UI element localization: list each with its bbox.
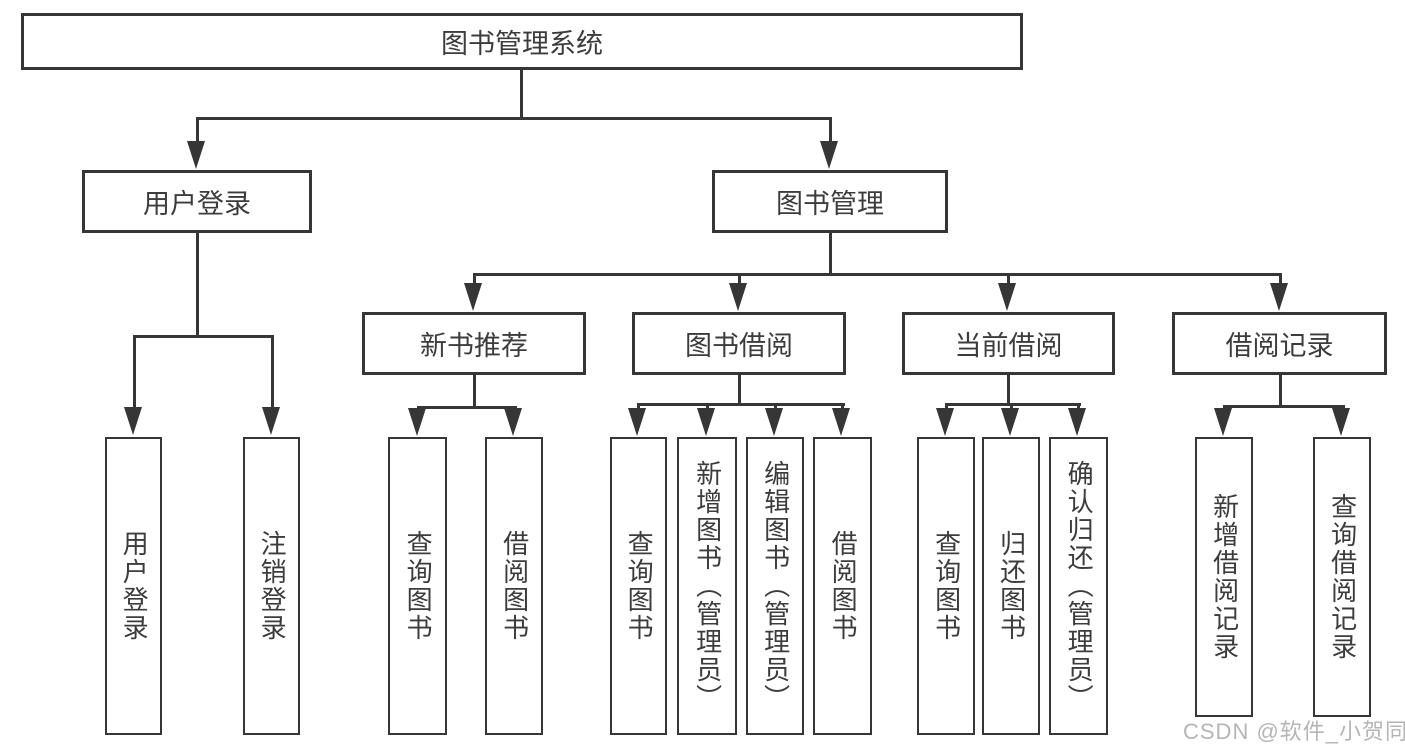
arrow-down-icon	[1270, 283, 1288, 311]
leaf-add-book-admin: 新增图书（管理员）	[677, 437, 737, 735]
connector-stem-borrow-records	[1279, 375, 1282, 405]
connector-stem-root	[520, 70, 523, 118]
arrow-down-icon	[262, 407, 280, 435]
connector-drop	[1007, 273, 1010, 285]
leaf-edit-book-admin: 编辑图书（管理员）	[746, 437, 804, 735]
connector-drop	[706, 403, 709, 409]
node-book-borrow: 图书借阅	[632, 312, 846, 375]
connector-branch-root	[196, 117, 832, 120]
connector-drop	[1223, 405, 1226, 410]
connector-branch-book-borrow	[637, 403, 845, 406]
connector-drop	[133, 335, 136, 409]
connector-branch-book-management	[473, 273, 1282, 276]
connector-drop	[196, 117, 199, 143]
arrow-down-icon	[628, 408, 646, 436]
leaf-add-borrow-record: 新增借阅记录	[1195, 437, 1253, 717]
connector-drop	[1077, 403, 1080, 409]
node-borrow-records: 借阅记录	[1172, 312, 1387, 375]
arrow-down-icon	[820, 141, 838, 169]
arrow-down-icon	[697, 408, 715, 436]
arrow-down-icon	[765, 408, 783, 436]
connector-stem-book-borrow	[738, 375, 741, 403]
leaf-query-book-recommend: 查询图书	[388, 437, 447, 735]
arrow-down-icon	[124, 407, 142, 435]
arrow-down-icon	[1332, 408, 1350, 436]
connector-branch-borrow-records	[1223, 405, 1345, 408]
connector-drop	[945, 403, 948, 409]
node-book-management: 图书管理	[712, 170, 948, 233]
arrow-down-icon	[1214, 408, 1232, 436]
leaf-query-borrow-record: 查询借阅记录	[1313, 437, 1371, 717]
connector-branch-new-book-recommend	[417, 406, 517, 409]
connector-stem-current-borrow	[1007, 375, 1010, 403]
leaf-query-book-current: 查询图书	[917, 437, 975, 735]
arrow-down-icon	[998, 283, 1016, 311]
arrow-down-icon	[408, 408, 426, 436]
connector-branch-current-borrow	[945, 403, 1081, 406]
connector-drop	[841, 403, 844, 409]
connector-drop	[271, 335, 274, 409]
connector-drop	[738, 273, 741, 285]
leaf-borrow-book-recommend: 借阅图书	[485, 437, 543, 735]
connector-drop	[829, 117, 832, 143]
connector-stem-book-management	[829, 233, 832, 273]
node-new-book-recommend: 新书推荐	[362, 312, 586, 375]
arrow-down-icon	[187, 141, 205, 169]
node-user-login: 用户登录	[82, 170, 312, 233]
connector-drop	[1341, 405, 1344, 410]
leaf-borrow-book: 借阅图书	[813, 437, 872, 735]
connector-drop	[1279, 273, 1282, 285]
node-root: 图书管理系统	[21, 13, 1023, 70]
connector-drop	[637, 403, 640, 409]
leaf-return-book: 归还图书	[982, 437, 1040, 735]
arrow-down-icon	[729, 283, 747, 311]
leaf-query-book-borrow: 查询图书	[610, 437, 667, 735]
connector-drop	[1010, 403, 1013, 409]
leaf-logout: 注销登录	[243, 437, 300, 735]
connector-drop	[774, 403, 777, 409]
arrow-down-icon	[504, 408, 522, 436]
connector-stem-user-login	[196, 233, 199, 335]
leaf-confirm-return-admin: 确认归还（管理员）	[1049, 437, 1108, 735]
csdn-watermark: CSDN @软件_小贺同学	[1183, 719, 1405, 744]
node-current-borrow: 当前借阅	[902, 312, 1115, 375]
arrow-down-icon	[936, 408, 954, 436]
connector-stem-new-book-recommend	[473, 375, 476, 406]
arrow-down-icon	[832, 408, 850, 436]
arrow-down-icon	[464, 283, 482, 311]
arrow-down-icon	[1068, 408, 1086, 436]
arrow-down-icon	[1001, 408, 1019, 436]
leaf-user-login: 用户登录	[105, 437, 162, 735]
connector-drop	[473, 273, 476, 285]
connector-branch-user-login	[133, 335, 274, 338]
